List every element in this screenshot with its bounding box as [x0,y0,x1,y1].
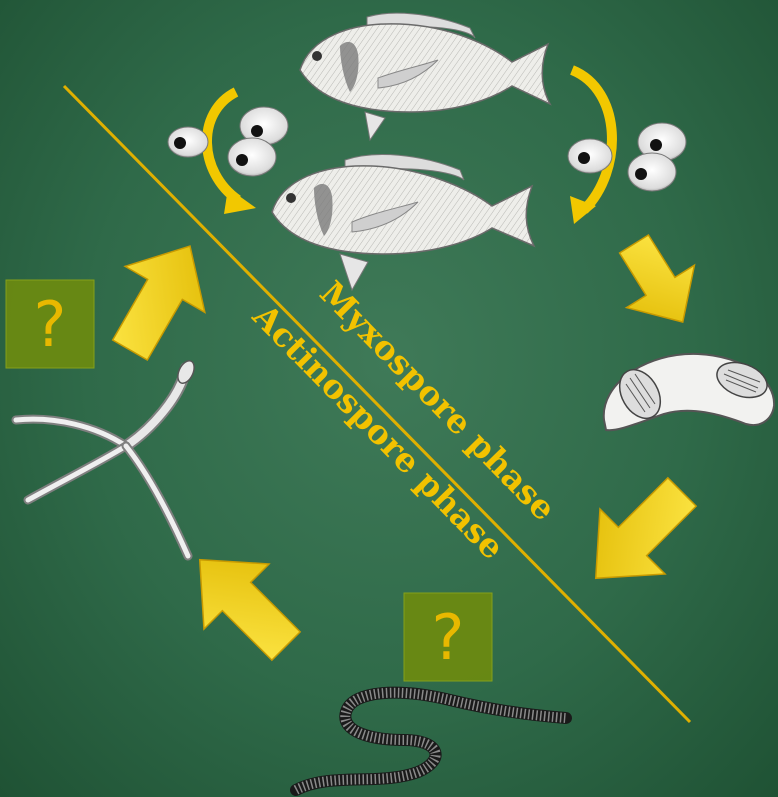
fish-upper-icon [300,13,550,140]
myxospore-icon [604,354,774,430]
question-mark-bottom: ? [432,601,465,674]
eggs-right-icon [568,123,686,191]
arrow-down-right-icon [600,223,717,343]
eggs-left-icon [168,107,288,176]
question-mark-left: ? [34,288,67,361]
unknown-host-box-bottom: ? [404,593,492,681]
oligochaete-worm-icon [296,693,566,790]
arrow-up-right-icon [90,223,230,373]
actinospore-icon [16,358,197,556]
unknown-host-box-left: ? [6,280,94,368]
fish-lower-icon [272,155,534,290]
arrow-down-left-icon [563,459,714,610]
